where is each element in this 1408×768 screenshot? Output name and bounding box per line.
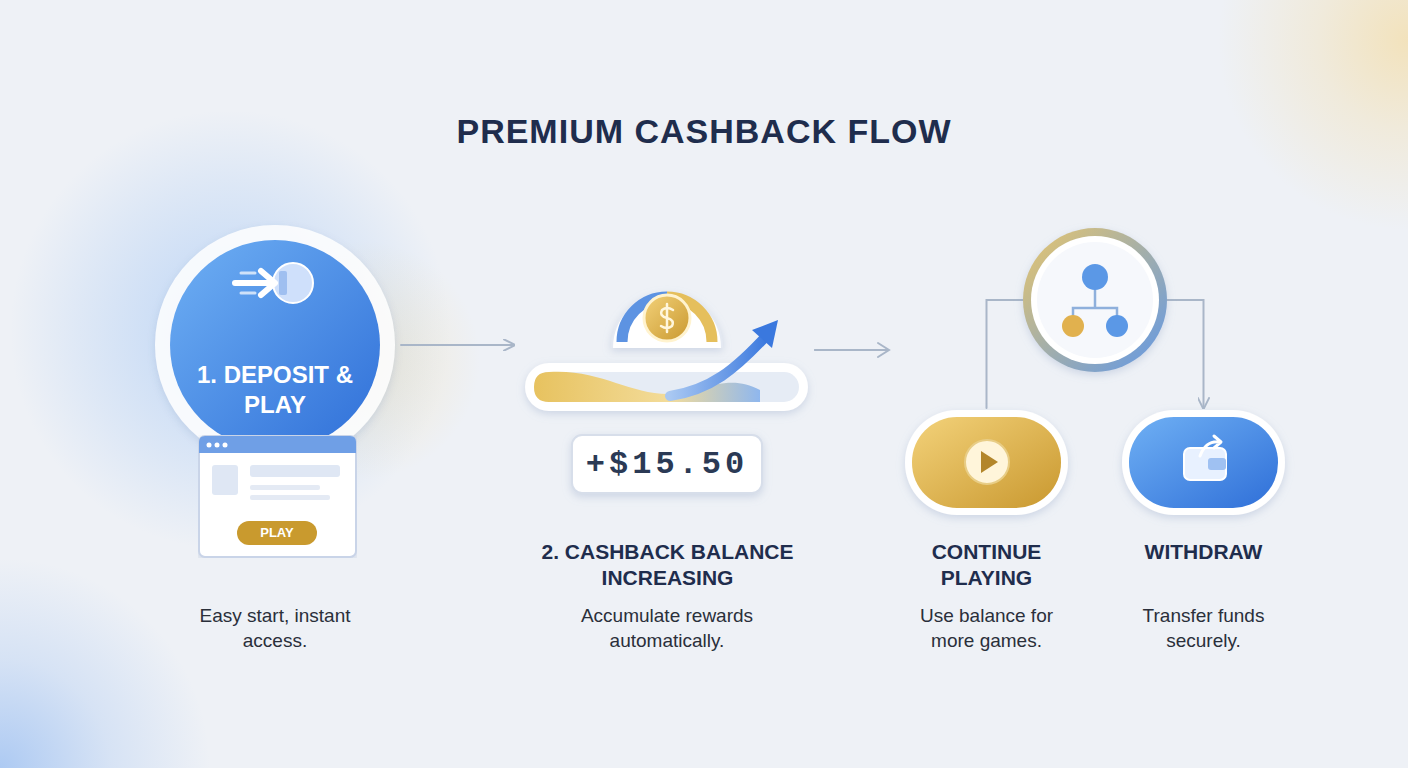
arrow-chevron — [878, 343, 889, 357]
pill-shape — [905, 410, 1068, 515]
option-heading: WITHDRAW — [1102, 539, 1305, 565]
circle-shape — [155, 225, 395, 465]
step-description: Accumulate rewards automatically. — [567, 603, 767, 653]
diagram-title: PREMIUM CASHBACK FLOW — [0, 112, 1408, 151]
withdraw-pill: WITHDRAWTransfer funds securely. — [1122, 410, 1285, 515]
pill-shape — [1122, 410, 1285, 515]
flow-connector — [815, 300, 1023, 408]
option-description: Use balance for more games. — [901, 603, 1072, 653]
cashback-counter: +$15.50 — [572, 435, 762, 493]
cashback-panel: +$15.502. CASHBACK BALANCE INCREASINGAcc… — [520, 230, 815, 500]
branch-icon — [1023, 228, 1167, 372]
branch-symbol — [1062, 264, 1128, 337]
flow-connector — [401, 344, 514, 346]
step-heading: 1. DEPOSIT & PLAY — [195, 360, 355, 420]
step-description: Easy start, instant access. — [195, 603, 355, 653]
option-heading: CONTINUE PLAYING — [885, 539, 1088, 591]
browser-mockup: PLAY — [198, 435, 357, 558]
step-heading: 2. CASHBACK BALANCE INCREASING — [515, 539, 820, 591]
button-label: PLAY — [237, 521, 317, 545]
option-description: Transfer funds securely. — [1118, 603, 1289, 653]
continue-pill: CONTINUE PLAYINGUse balance for more gam… — [905, 410, 1068, 515]
deposit-circle: 1. DEPOSIT & PLAYEasy start, instant acc… — [155, 225, 395, 465]
